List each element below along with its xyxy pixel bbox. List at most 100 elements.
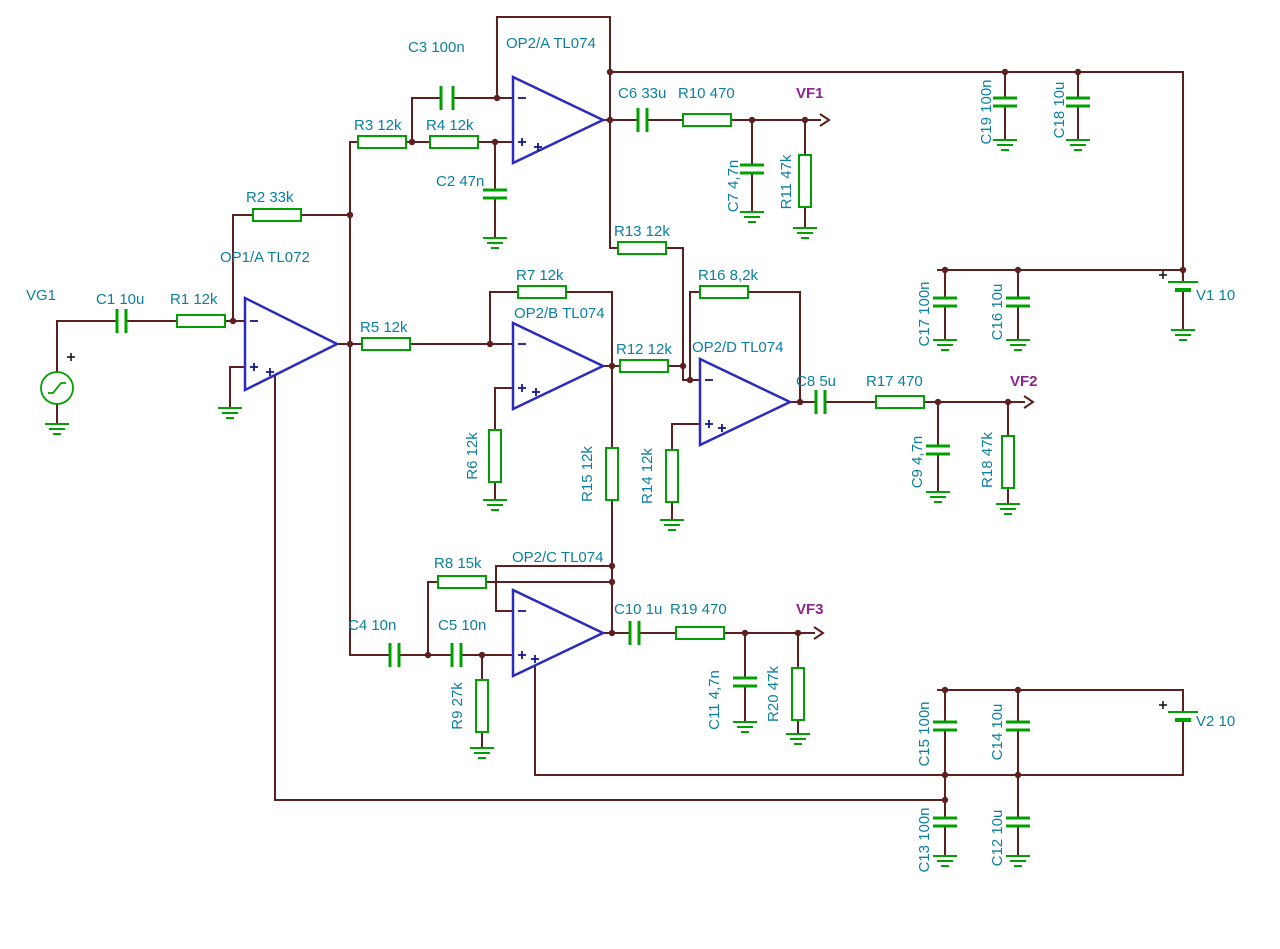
label-r5[interactable]: R5 12k bbox=[360, 319, 408, 336]
label-r4[interactable]: R4 12k bbox=[426, 117, 474, 134]
opamp-op1a[interactable] bbox=[243, 295, 340, 393]
label-r6[interactable]: R6 12k bbox=[464, 432, 481, 480]
label-vf2[interactable]: VF2 bbox=[1010, 373, 1038, 390]
capacitor-c14[interactable] bbox=[1006, 720, 1030, 732]
label-c19[interactable]: C19 100n bbox=[978, 79, 995, 144]
ground-symbol[interactable] bbox=[995, 503, 1021, 515]
label-v2[interactable]: V2 10 bbox=[1196, 713, 1235, 730]
resistor-r16[interactable] bbox=[699, 285, 749, 299]
capacitor-c19[interactable] bbox=[993, 96, 1017, 108]
resistor-r10[interactable] bbox=[682, 113, 732, 127]
capacitor-c16[interactable] bbox=[1006, 296, 1030, 308]
label-r18[interactable]: R18 47k bbox=[979, 432, 996, 488]
resistor-r5[interactable] bbox=[361, 337, 411, 351]
ground-symbol[interactable] bbox=[785, 733, 811, 745]
label-r14[interactable]: R14 12k bbox=[639, 448, 656, 504]
label-op1a[interactable]: OP1/A TL072 bbox=[220, 249, 310, 266]
ground-symbol[interactable] bbox=[1005, 339, 1031, 351]
capacitor-c7[interactable] bbox=[740, 163, 764, 175]
label-c12[interactable]: C12 10u bbox=[989, 810, 1006, 867]
resistor-r13[interactable] bbox=[617, 241, 667, 255]
ground-symbol[interactable] bbox=[217, 407, 243, 419]
ground-symbol[interactable] bbox=[992, 139, 1018, 151]
label-c3[interactable]: C3 100n bbox=[408, 39, 465, 56]
resistor-r3[interactable] bbox=[357, 135, 407, 149]
capacitor-c11[interactable] bbox=[733, 676, 757, 688]
ground-symbol[interactable] bbox=[659, 519, 685, 531]
label-c13[interactable]: C13 100n bbox=[916, 807, 933, 872]
capacitor-c12[interactable] bbox=[1006, 816, 1030, 828]
label-c7[interactable]: C7 4,7n bbox=[725, 160, 742, 213]
capacitor-c1[interactable] bbox=[115, 309, 128, 333]
ground-symbol[interactable] bbox=[1065, 139, 1091, 151]
resistor-r12[interactable] bbox=[619, 359, 669, 373]
resistor-r8[interactable] bbox=[437, 575, 487, 589]
battery-v2[interactable] bbox=[1159, 701, 1198, 722]
label-r19[interactable]: R19 470 bbox=[670, 601, 727, 618]
label-c8[interactable]: C8 5u bbox=[796, 373, 836, 390]
resistor-r15[interactable] bbox=[605, 447, 619, 501]
capacitor-c2[interactable] bbox=[483, 188, 507, 200]
label-r13[interactable]: R13 12k bbox=[614, 223, 670, 240]
opamp-op2a[interactable] bbox=[511, 75, 606, 165]
label-c11[interactable]: C11 4,7n bbox=[706, 670, 723, 730]
capacitor-c18[interactable] bbox=[1066, 96, 1090, 108]
label-c10[interactable]: C10 1u bbox=[614, 601, 662, 618]
capacitor-c10[interactable] bbox=[628, 621, 641, 645]
label-c15[interactable]: C15 100n bbox=[916, 701, 933, 766]
label-r12[interactable]: R12 12k bbox=[616, 341, 672, 358]
label-op2b[interactable]: OP2/B TL074 bbox=[514, 305, 605, 322]
label-c14[interactable]: C14 10u bbox=[989, 704, 1006, 761]
label-c4[interactable]: C4 10n bbox=[348, 617, 396, 634]
capacitor-c3[interactable] bbox=[439, 86, 455, 110]
ground-symbol[interactable] bbox=[932, 339, 958, 351]
resistor-r4[interactable] bbox=[429, 135, 479, 149]
label-op2d[interactable]: OP2/D TL074 bbox=[692, 339, 783, 356]
capacitor-c6[interactable] bbox=[636, 108, 649, 132]
capacitor-c13[interactable] bbox=[933, 816, 957, 828]
opamp-op2d[interactable] bbox=[698, 357, 793, 447]
capacitor-c15[interactable] bbox=[933, 720, 957, 732]
label-c18[interactable]: C18 10u bbox=[1051, 82, 1068, 139]
resistor-r19[interactable] bbox=[675, 626, 725, 640]
capacitor-c8[interactable] bbox=[814, 390, 827, 414]
resistor-r18[interactable] bbox=[1001, 435, 1015, 489]
label-r2[interactable]: R2 33k bbox=[246, 189, 294, 206]
label-r17[interactable]: R17 470 bbox=[866, 373, 923, 390]
ground-symbol[interactable] bbox=[482, 499, 508, 511]
label-c16[interactable]: C16 10u bbox=[989, 284, 1006, 341]
ground-symbol[interactable] bbox=[792, 227, 818, 239]
resistor-r1[interactable] bbox=[176, 314, 226, 328]
ground-symbol[interactable] bbox=[732, 721, 758, 733]
ground-symbol[interactable] bbox=[739, 211, 765, 223]
ground-symbol[interactable] bbox=[1170, 329, 1196, 341]
battery-v1[interactable] bbox=[1159, 271, 1198, 292]
resistor-r7[interactable] bbox=[517, 285, 567, 299]
resistor-r14[interactable] bbox=[665, 449, 679, 503]
capacitor-c4[interactable] bbox=[388, 643, 401, 667]
resistor-r6[interactable] bbox=[488, 429, 502, 483]
resistor-r17[interactable] bbox=[875, 395, 925, 409]
label-vf3[interactable]: VF3 bbox=[796, 601, 824, 618]
ground-symbol[interactable] bbox=[469, 747, 495, 759]
ground-symbol[interactable] bbox=[44, 423, 70, 435]
resistor-r9[interactable] bbox=[475, 679, 489, 733]
label-r3[interactable]: R3 12k bbox=[354, 117, 402, 134]
resistor-r20[interactable] bbox=[791, 667, 805, 721]
resistor-r2[interactable] bbox=[252, 208, 302, 222]
capacitor-c17[interactable] bbox=[933, 296, 957, 308]
label-c5[interactable]: C5 10n bbox=[438, 617, 486, 634]
label-op2a[interactable]: OP2/A TL074 bbox=[506, 35, 596, 52]
label-r1[interactable]: R1 12k bbox=[170, 291, 218, 308]
capacitor-c9[interactable] bbox=[926, 444, 950, 456]
label-r16[interactable]: R16 8,2k bbox=[698, 267, 759, 284]
capacitor-c5[interactable] bbox=[450, 643, 463, 667]
label-v1[interactable]: V1 10 bbox=[1196, 287, 1235, 304]
label-r20[interactable]: R20 47k bbox=[765, 666, 782, 722]
terminal-vf3[interactable] bbox=[813, 626, 824, 640]
label-c6[interactable]: C6 33u bbox=[618, 85, 666, 102]
opamp-op2c[interactable] bbox=[511, 588, 606, 678]
label-r15[interactable]: R15 12k bbox=[579, 446, 596, 502]
label-r7[interactable]: R7 12k bbox=[516, 267, 564, 284]
label-r9[interactable]: R9 27k bbox=[449, 682, 466, 730]
